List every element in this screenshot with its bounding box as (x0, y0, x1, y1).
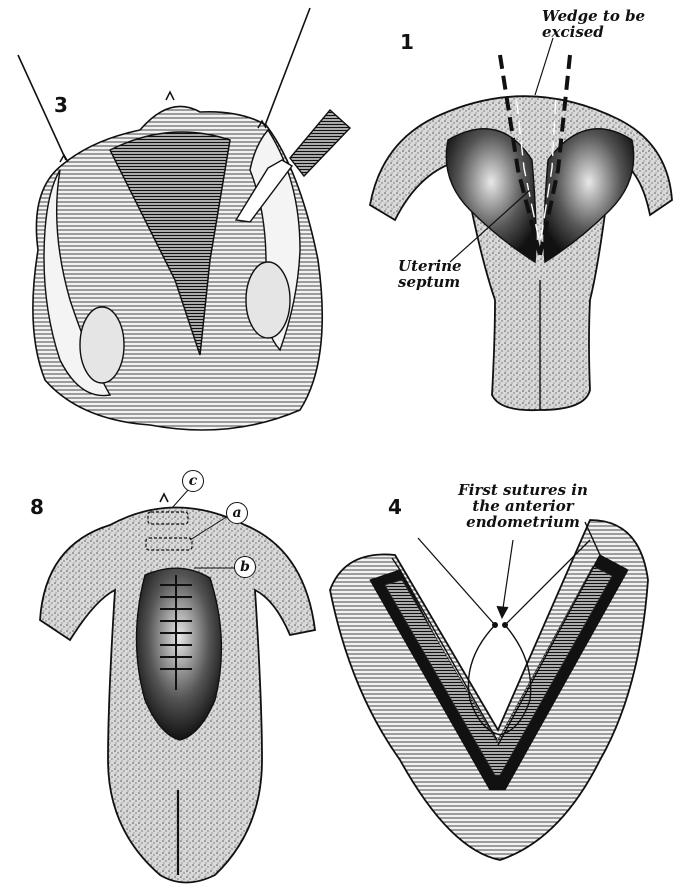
wedge-label: Wedge to be excised (542, 8, 662, 40)
sutures-label: First sutures in the anterior endometriu… (448, 482, 598, 530)
panel-4-drawing (330, 520, 648, 860)
panel-number-3: 3 (54, 95, 68, 115)
suture-marker-c: c (182, 470, 204, 492)
panel-3-drawing (18, 8, 350, 430)
panel-number-8: 8 (30, 497, 44, 517)
suture-marker-b: b (234, 556, 256, 578)
panel-number-1: 1 (400, 32, 414, 52)
panel-number-4: 4 (388, 497, 402, 517)
suture-marker-a: a (226, 502, 248, 524)
panel-1-drawing (370, 38, 672, 410)
septum-label: Uterine septum (398, 258, 488, 290)
panel-8-drawing (40, 490, 315, 883)
